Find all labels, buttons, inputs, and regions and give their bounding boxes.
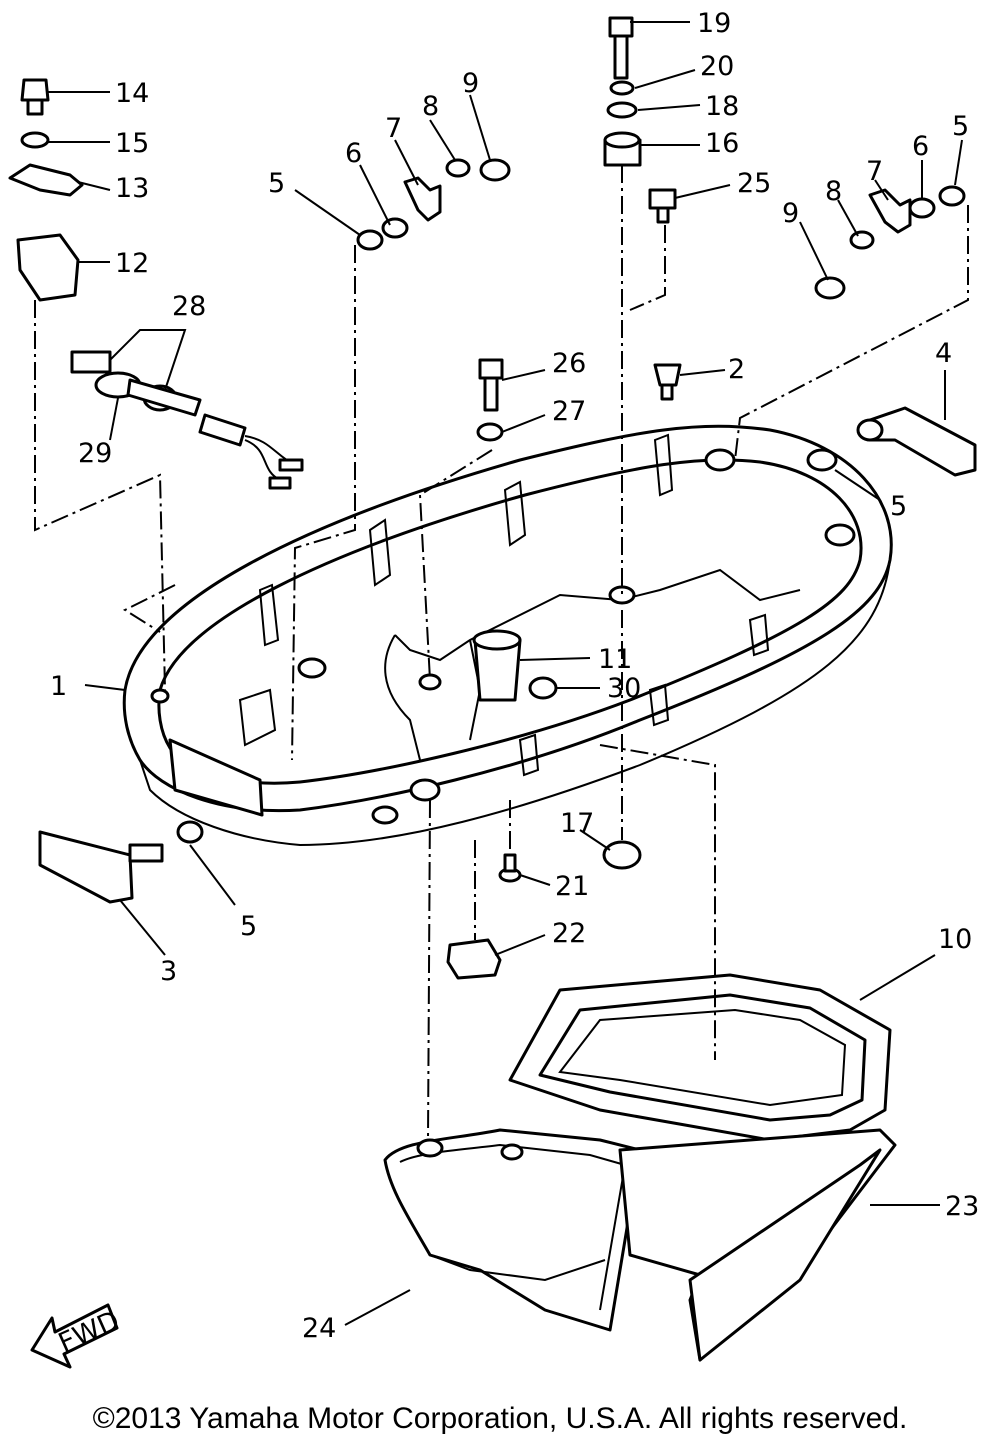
callout-8b: 8 (825, 176, 842, 207)
callout-5a: 5 (268, 168, 285, 199)
callout-29: 29 (78, 438, 112, 469)
callout-12: 12 (115, 248, 149, 279)
callout-5c: 5 (890, 491, 907, 522)
callout-15: 15 (115, 128, 149, 159)
callout-13: 13 (115, 173, 149, 204)
callout-30: 30 (607, 673, 641, 704)
callout-22: 22 (552, 918, 586, 949)
callout-27: 27 (552, 396, 586, 427)
callout-2: 2 (728, 354, 745, 385)
callout-24: 24 (302, 1313, 336, 1344)
callout-17: 17 (560, 808, 594, 839)
bottom-cowling (122, 424, 893, 847)
callout-6a: 6 (345, 138, 362, 169)
callout-20: 20 (700, 51, 734, 82)
callout-labels: 1 2 3 4 5 5 5 5 6 6 7 7 8 8 9 9 10 11 12… (50, 8, 979, 1344)
callout-18: 18 (705, 91, 739, 122)
callout-10: 10 (938, 924, 972, 955)
callout-11: 11 (598, 644, 632, 675)
fwd-arrow: FWD (30, 1303, 124, 1369)
callout-1: 1 (50, 671, 67, 702)
callout-3: 3 (160, 956, 177, 987)
copyright-notice: ©2013 Yamaha Motor Corporation, U.S.A. A… (92, 1402, 908, 1435)
leader-lines (48, 21, 963, 1326)
callout-6b: 6 (912, 131, 929, 162)
callout-21: 21 (555, 871, 589, 902)
callout-25: 25 (737, 168, 771, 199)
callout-23: 23 (945, 1191, 979, 1222)
lower-covers (383, 1128, 897, 1362)
callout-4: 4 (935, 338, 952, 369)
assembly-lines (34, 165, 969, 1141)
callout-9a: 9 (462, 68, 479, 99)
callout-28: 28 (172, 291, 206, 322)
callout-8a: 8 (422, 91, 439, 122)
hardware-parts (8, 16, 977, 980)
callout-5d: 5 (240, 911, 257, 942)
callout-14: 14 (115, 78, 149, 109)
callout-7b: 7 (866, 156, 883, 187)
callout-9b: 9 (782, 198, 799, 229)
callout-19: 19 (697, 8, 731, 39)
rubber-seal (508, 973, 892, 1142)
callout-26: 26 (552, 348, 586, 379)
callout-16: 16 (705, 128, 739, 159)
callout-5b: 5 (952, 111, 969, 142)
callout-7a: 7 (385, 113, 402, 144)
